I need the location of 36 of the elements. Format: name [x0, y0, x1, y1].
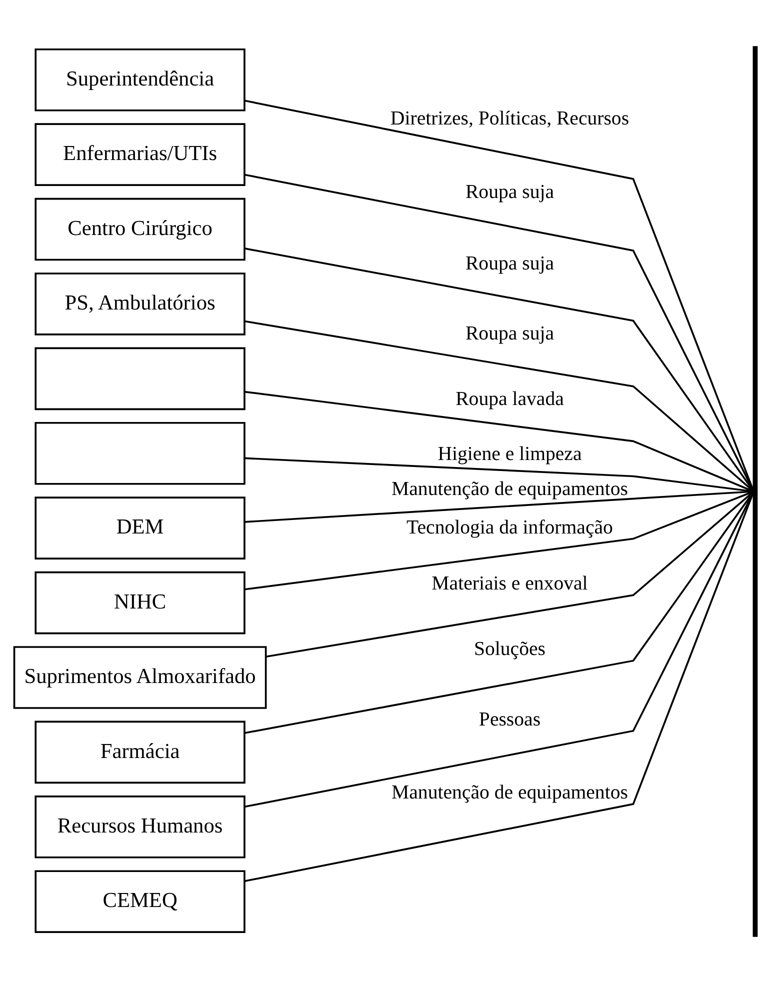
- node-box: Centro Cirúrgico: [34, 198, 246, 261]
- node-bar: [752, 46, 758, 937]
- edge-label: Roupa suja: [465, 252, 554, 275]
- edge-label: Manutenção de equipamentos: [392, 478, 628, 500]
- edge-label: Roupa suja: [465, 180, 554, 203]
- node-box: CEMEQ: [34, 870, 246, 933]
- edge-label: Manutenção de equipamentos: [392, 782, 628, 804]
- connector: [266, 490, 754, 658]
- connector: [244, 320, 754, 492]
- connector: [244, 390, 754, 492]
- node-box: Recursos Humanos: [34, 796, 246, 858]
- node-box: Superintendência: [34, 48, 246, 112]
- connector: [244, 174, 754, 492]
- edge-label: Roupa suja: [465, 322, 554, 345]
- connector: [244, 248, 754, 492]
- connector: [244, 491, 754, 882]
- connector: [244, 490, 754, 523]
- node-box: [34, 422, 246, 485]
- edge-label: Tecnologia da informação: [406, 516, 613, 538]
- node-box: [34, 347, 246, 410]
- connector: [244, 491, 754, 808]
- node-box: PS, Ambulatórios: [34, 272, 246, 336]
- node-box: DEM: [34, 496, 246, 560]
- edge-label: Pessoas: [478, 708, 541, 730]
- node-box: Suprimentos Almoxarifado: [13, 646, 267, 709]
- connector: [244, 490, 754, 590]
- node-box: Farmácia: [34, 720, 246, 784]
- edge-label: Soluções: [474, 638, 546, 660]
- edge-label: Diretrizes, Políticas, Recursos: [390, 108, 630, 130]
- edge-label: Materiais e enxoval: [432, 572, 588, 595]
- node-box: NIHC: [34, 571, 246, 634]
- connector: [244, 491, 754, 734]
- edge-label: Higiene e limpeza: [438, 443, 582, 466]
- edge-label: Roupa lavada: [456, 388, 564, 410]
- node-box: Enfermarias/UTIs: [34, 123, 246, 186]
- connector: [244, 100, 754, 492]
